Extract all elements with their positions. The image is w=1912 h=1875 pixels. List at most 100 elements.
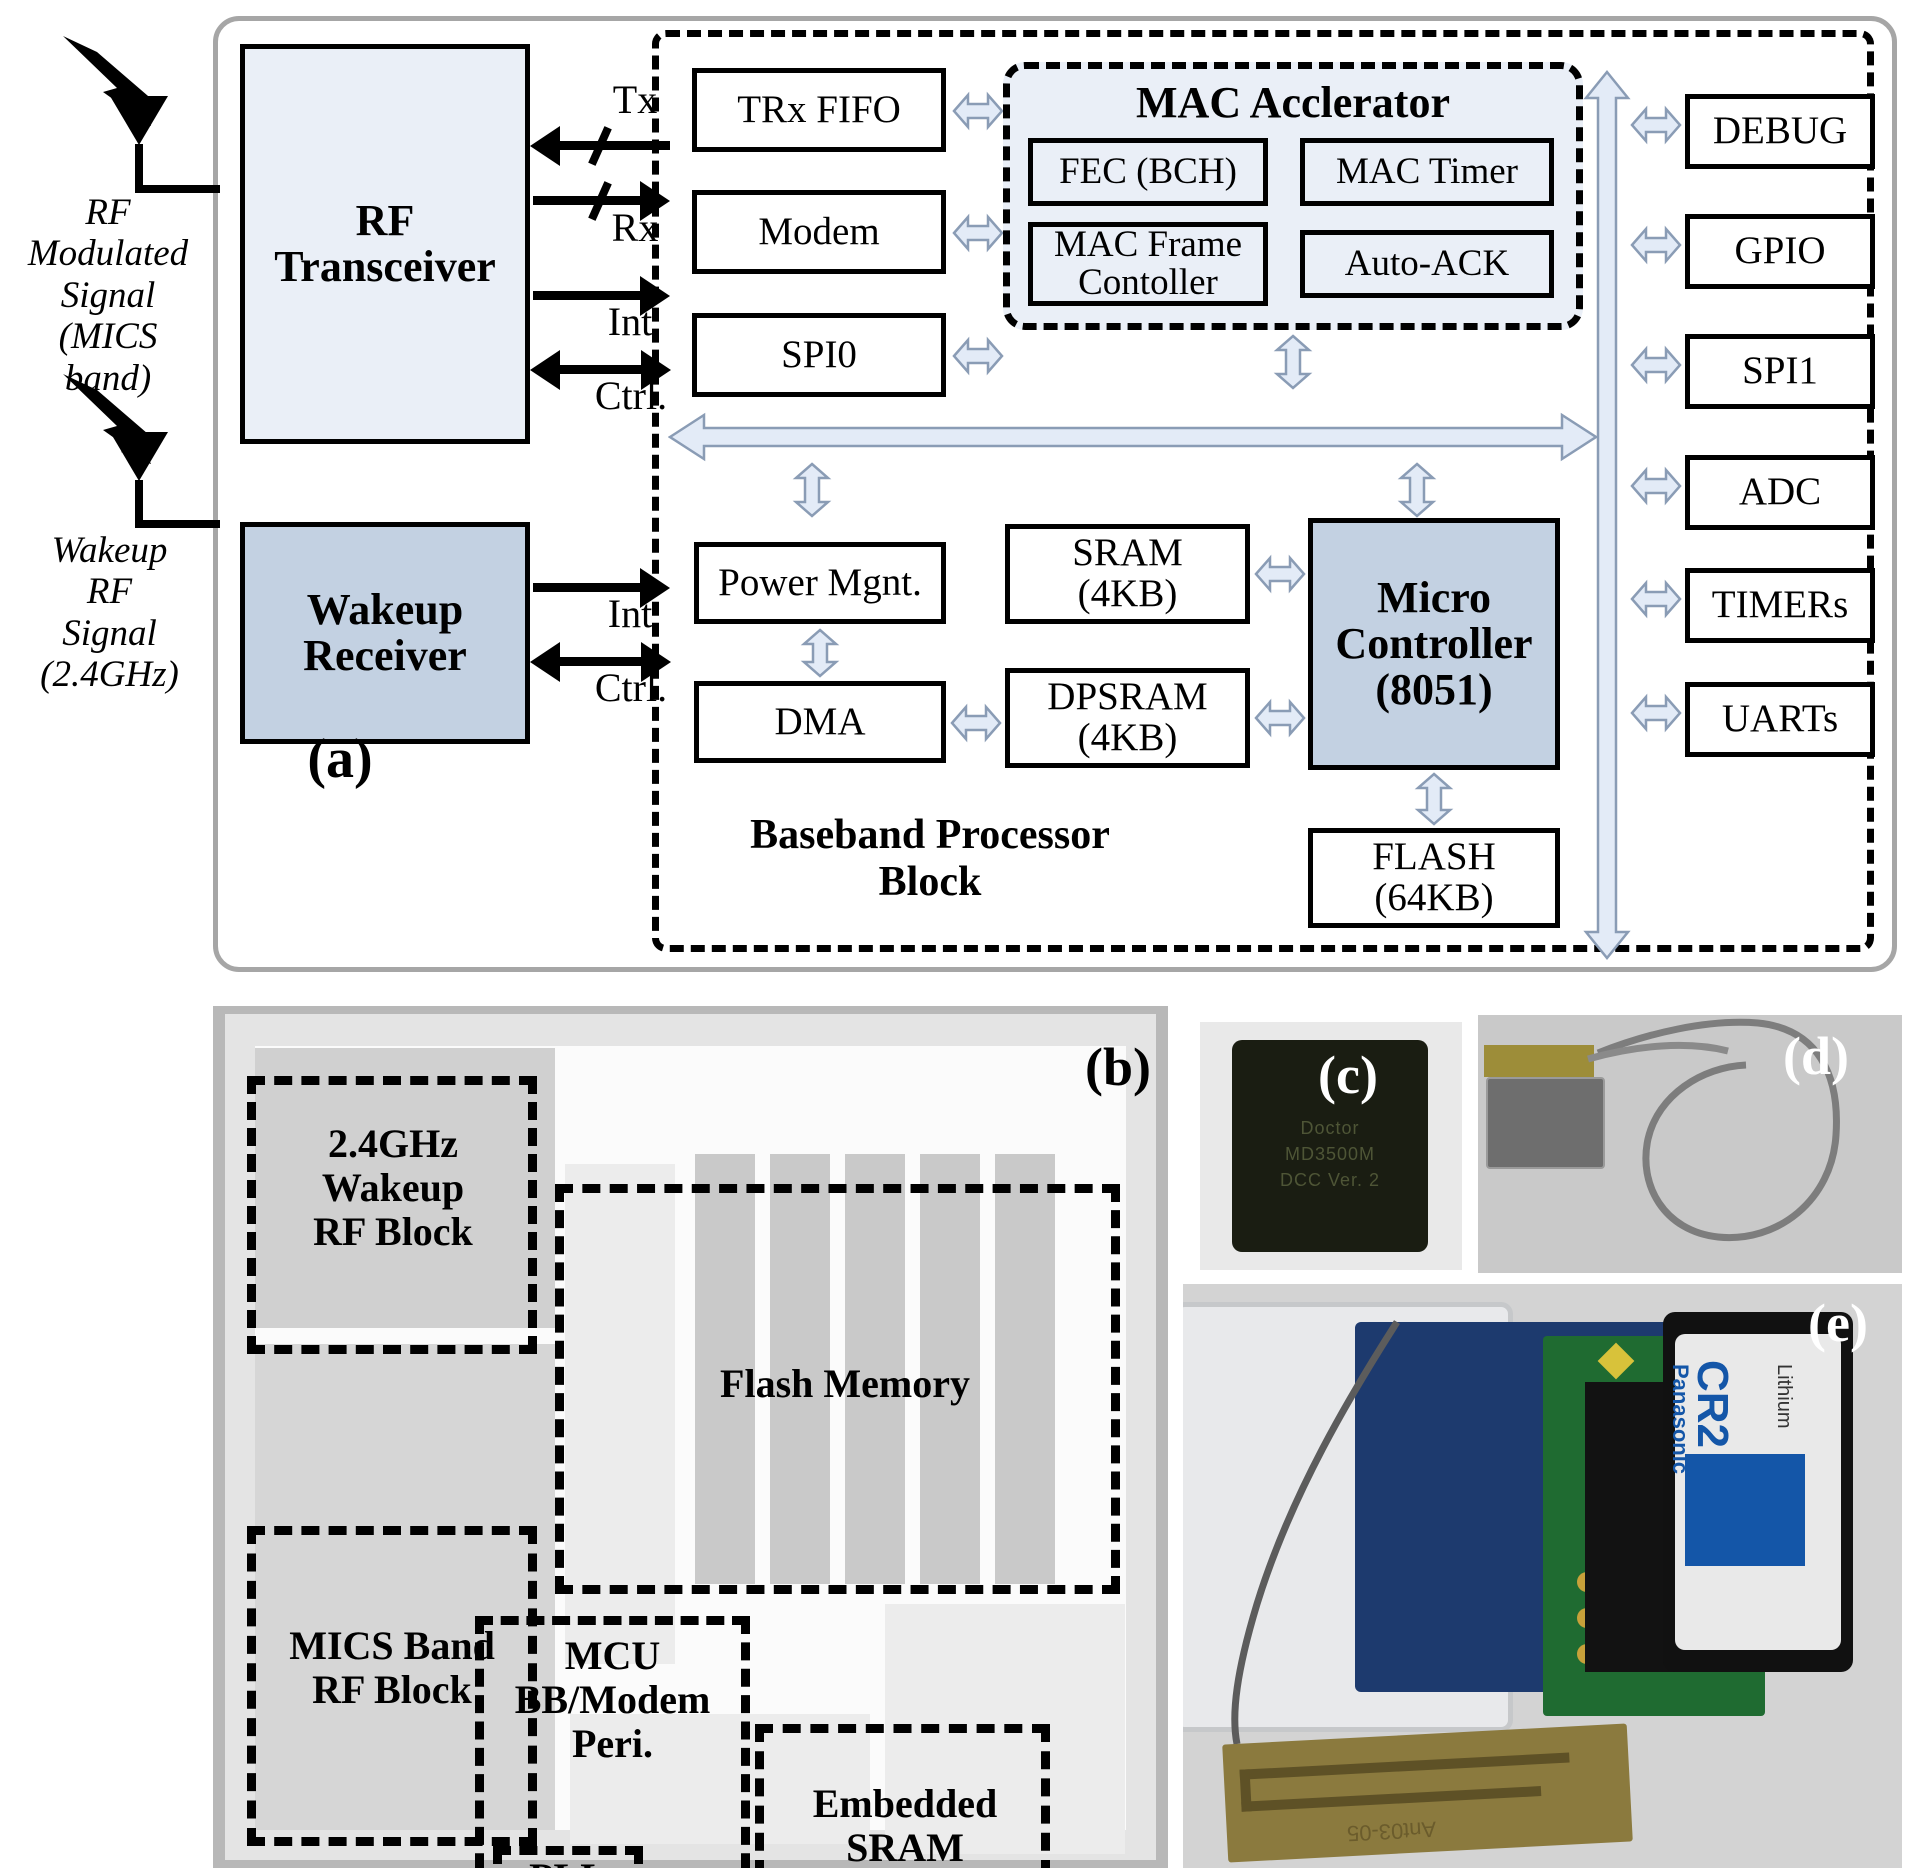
panel-b-label: (b) — [1085, 1037, 1151, 1097]
antenna-marking-text: Ant03-05 — [1346, 1816, 1437, 1847]
dpsram-mcu-arrow-icon — [1254, 698, 1306, 738]
antenna-mast-top — [135, 144, 143, 192]
battery-cell — [1486, 1077, 1605, 1169]
coax-cable — [1231, 1320, 1400, 1745]
block-fec-bch: FEC (BCH) — [1028, 138, 1268, 206]
battery-model-text: CR2 — [1688, 1360, 1737, 1449]
power-mgnt-bus-arrow-icon — [792, 462, 832, 518]
modem-bus-arrow-icon — [952, 213, 1004, 253]
chip-marking-line-2: MD3500M — [1284, 1144, 1376, 1164]
panel-c-chip-photo: Doctor MD3500M DCC Ver. 2 (c) — [1200, 1022, 1462, 1270]
block-mac-frame-controller: MAC Frame Contoller — [1028, 222, 1268, 306]
block-trx-fifo: TRx FIFO — [692, 68, 946, 152]
battery-label: Panasonic CR2 Lithium — [1668, 1334, 1841, 1650]
panel-d-battery-antenna-photo: (d) — [1478, 1015, 1902, 1273]
die-surface: 2.4GHz Wakeup RF Block Flash Memory MICS… — [225, 1014, 1156, 1868]
block-gpio: GPIO — [1685, 214, 1875, 289]
dma-dpsram-arrow-icon — [950, 703, 1002, 743]
chip-marking-line-3: DCC Ver. 2 — [1279, 1170, 1381, 1190]
block-timers: TIMERs — [1685, 568, 1875, 643]
ctrl-bottom-arrow-head-left — [530, 642, 560, 682]
block-debug: DEBUG — [1685, 94, 1875, 169]
block-auto-ack: Auto-ACK — [1300, 230, 1554, 298]
panel-a-label: (a) — [307, 728, 373, 790]
spi1-bus-arrow-icon — [1630, 345, 1682, 385]
block-adc: ADC — [1685, 455, 1875, 530]
antenna-feed-top — [135, 185, 220, 193]
int-bottom-arrow-line — [533, 583, 643, 592]
tx-arrow-line — [560, 141, 670, 150]
flex-antenna: Ant03-05 — [1222, 1723, 1633, 1863]
sram-mcu-arrow-icon — [1254, 554, 1306, 594]
tx-label: Tx — [612, 77, 658, 122]
battery-tab-pcb — [1484, 1045, 1594, 1077]
battery-pack: Panasonic CR2 Lithium — [1663, 1312, 1853, 1672]
die-region-wakeup-rf-block-outline — [247, 1076, 537, 1354]
power-dma-arrow-icon — [800, 628, 840, 678]
panel-e-assembly-photo: Panasonic CR2 Lithium Ant03-05 (e) — [1183, 1284, 1902, 1868]
system-bus-horizontal — [668, 412, 1598, 462]
die-label-mics-band-rf-block: MICS Band RF Block — [289, 1623, 495, 1712]
antenna-triangle-top-icon — [110, 96, 168, 145]
battery-brand-block — [1685, 1454, 1805, 1566]
peripheral-bus-vertical — [1583, 70, 1631, 960]
rx-arrow-line — [533, 196, 643, 205]
gpio-bus-arrow-icon — [1630, 225, 1682, 265]
die-region-mics-band-outline — [247, 1526, 537, 1846]
die-region-pll-ldo-outline — [493, 1846, 643, 1868]
ctrl-top-arrow-line — [560, 365, 645, 374]
rf-signal-caption: RF Modulated Signal (MICS band) — [27, 192, 189, 399]
int-top-arrow-line — [533, 291, 643, 300]
block-dma: DMA — [694, 681, 946, 763]
block-flash: FLASH (64KB) — [1308, 828, 1560, 928]
die-label-flash-memory: Flash Memory — [720, 1361, 970, 1406]
antenna-mast-bottom — [135, 480, 143, 528]
chip-marking-line-1: Doctor — [1300, 1118, 1360, 1138]
die-label-mcu-bb-modem-peri: MCU BB/Modem Peri. — [514, 1633, 711, 1766]
antenna-wire-loop — [1587, 1018, 1840, 1242]
battery-chemistry-text: Lithium — [1773, 1364, 1795, 1429]
ctrl-top-arrow-head-left — [530, 350, 560, 390]
spi0-bus-arrow-icon — [952, 336, 1004, 376]
block-sram: SRAM (4KB) — [1005, 524, 1250, 624]
antenna-triangle-bottom-icon — [110, 432, 168, 481]
int-top-label: Int — [607, 299, 653, 344]
panel-b-die-photo: 2.4GHz Wakeup RF Block Flash Memory MICS… — [213, 1006, 1168, 1868]
rf-connector — [1597, 1342, 1635, 1380]
panel-e-label: (e) — [1808, 1293, 1868, 1353]
block-micro-controller: Micro Controller (8051) — [1308, 518, 1560, 770]
panel-c-label: (c) — [1318, 1045, 1378, 1105]
antenna-feed-bottom — [135, 520, 220, 528]
block-spi1: SPI1 — [1685, 334, 1875, 409]
block-spi0: SPI0 — [692, 313, 946, 397]
panel-d-label: (d) — [1783, 1026, 1849, 1086]
block-mac-timer: MAC Timer — [1300, 138, 1554, 206]
uarts-bus-arrow-icon — [1630, 693, 1682, 733]
die-region-mcu-bb-outline — [475, 1616, 750, 1868]
rf-transceiver-block: RF Transceiver — [240, 44, 530, 444]
trx-fifo-bus-arrow-icon — [952, 91, 1004, 131]
die-label-embedded-sram: Embedded SRAM — [812, 1781, 998, 1869]
tx-arrow-head — [530, 126, 560, 166]
wakeup-receiver-block: Wakeup Receiver — [240, 522, 530, 744]
mcu-flash-arrow-icon — [1414, 772, 1454, 826]
die-label-pll-and-ldo: PLL and LDO — [493, 1856, 643, 1869]
mac-accelerator-title: MAC Acclerator — [1136, 78, 1450, 127]
wakeup-signal-caption: Wakeup RF Signal (2.4GHz) — [40, 530, 179, 696]
mac-to-bus-arrow-icon — [1273, 334, 1313, 390]
debug-bus-arrow-icon — [1630, 105, 1682, 145]
block-dpsram: DPSRAM (4KB) — [1005, 668, 1250, 768]
timers-bus-arrow-icon — [1630, 579, 1682, 619]
die-label-wakeup-rf-block: 2.4GHz Wakeup RF Block — [313, 1121, 473, 1254]
block-uarts: UARTs — [1685, 682, 1875, 757]
packaged-chip: Doctor MD3500M DCC Ver. 2 — [1232, 1040, 1428, 1252]
block-power-mgnt: Power Mgnt. — [694, 542, 946, 624]
baseband-title: Baseband Processor Block — [750, 812, 1110, 906]
block-modem: Modem — [692, 190, 946, 274]
int-bottom-label: Int — [607, 591, 653, 636]
mcu-bus-arrow-icon — [1397, 462, 1437, 518]
die-region-embedded-sram-outline — [755, 1724, 1050, 1868]
die-region-flash-memory-outline — [555, 1184, 1120, 1594]
rx-label: Rx — [611, 205, 659, 250]
adc-bus-arrow-icon — [1630, 466, 1682, 506]
